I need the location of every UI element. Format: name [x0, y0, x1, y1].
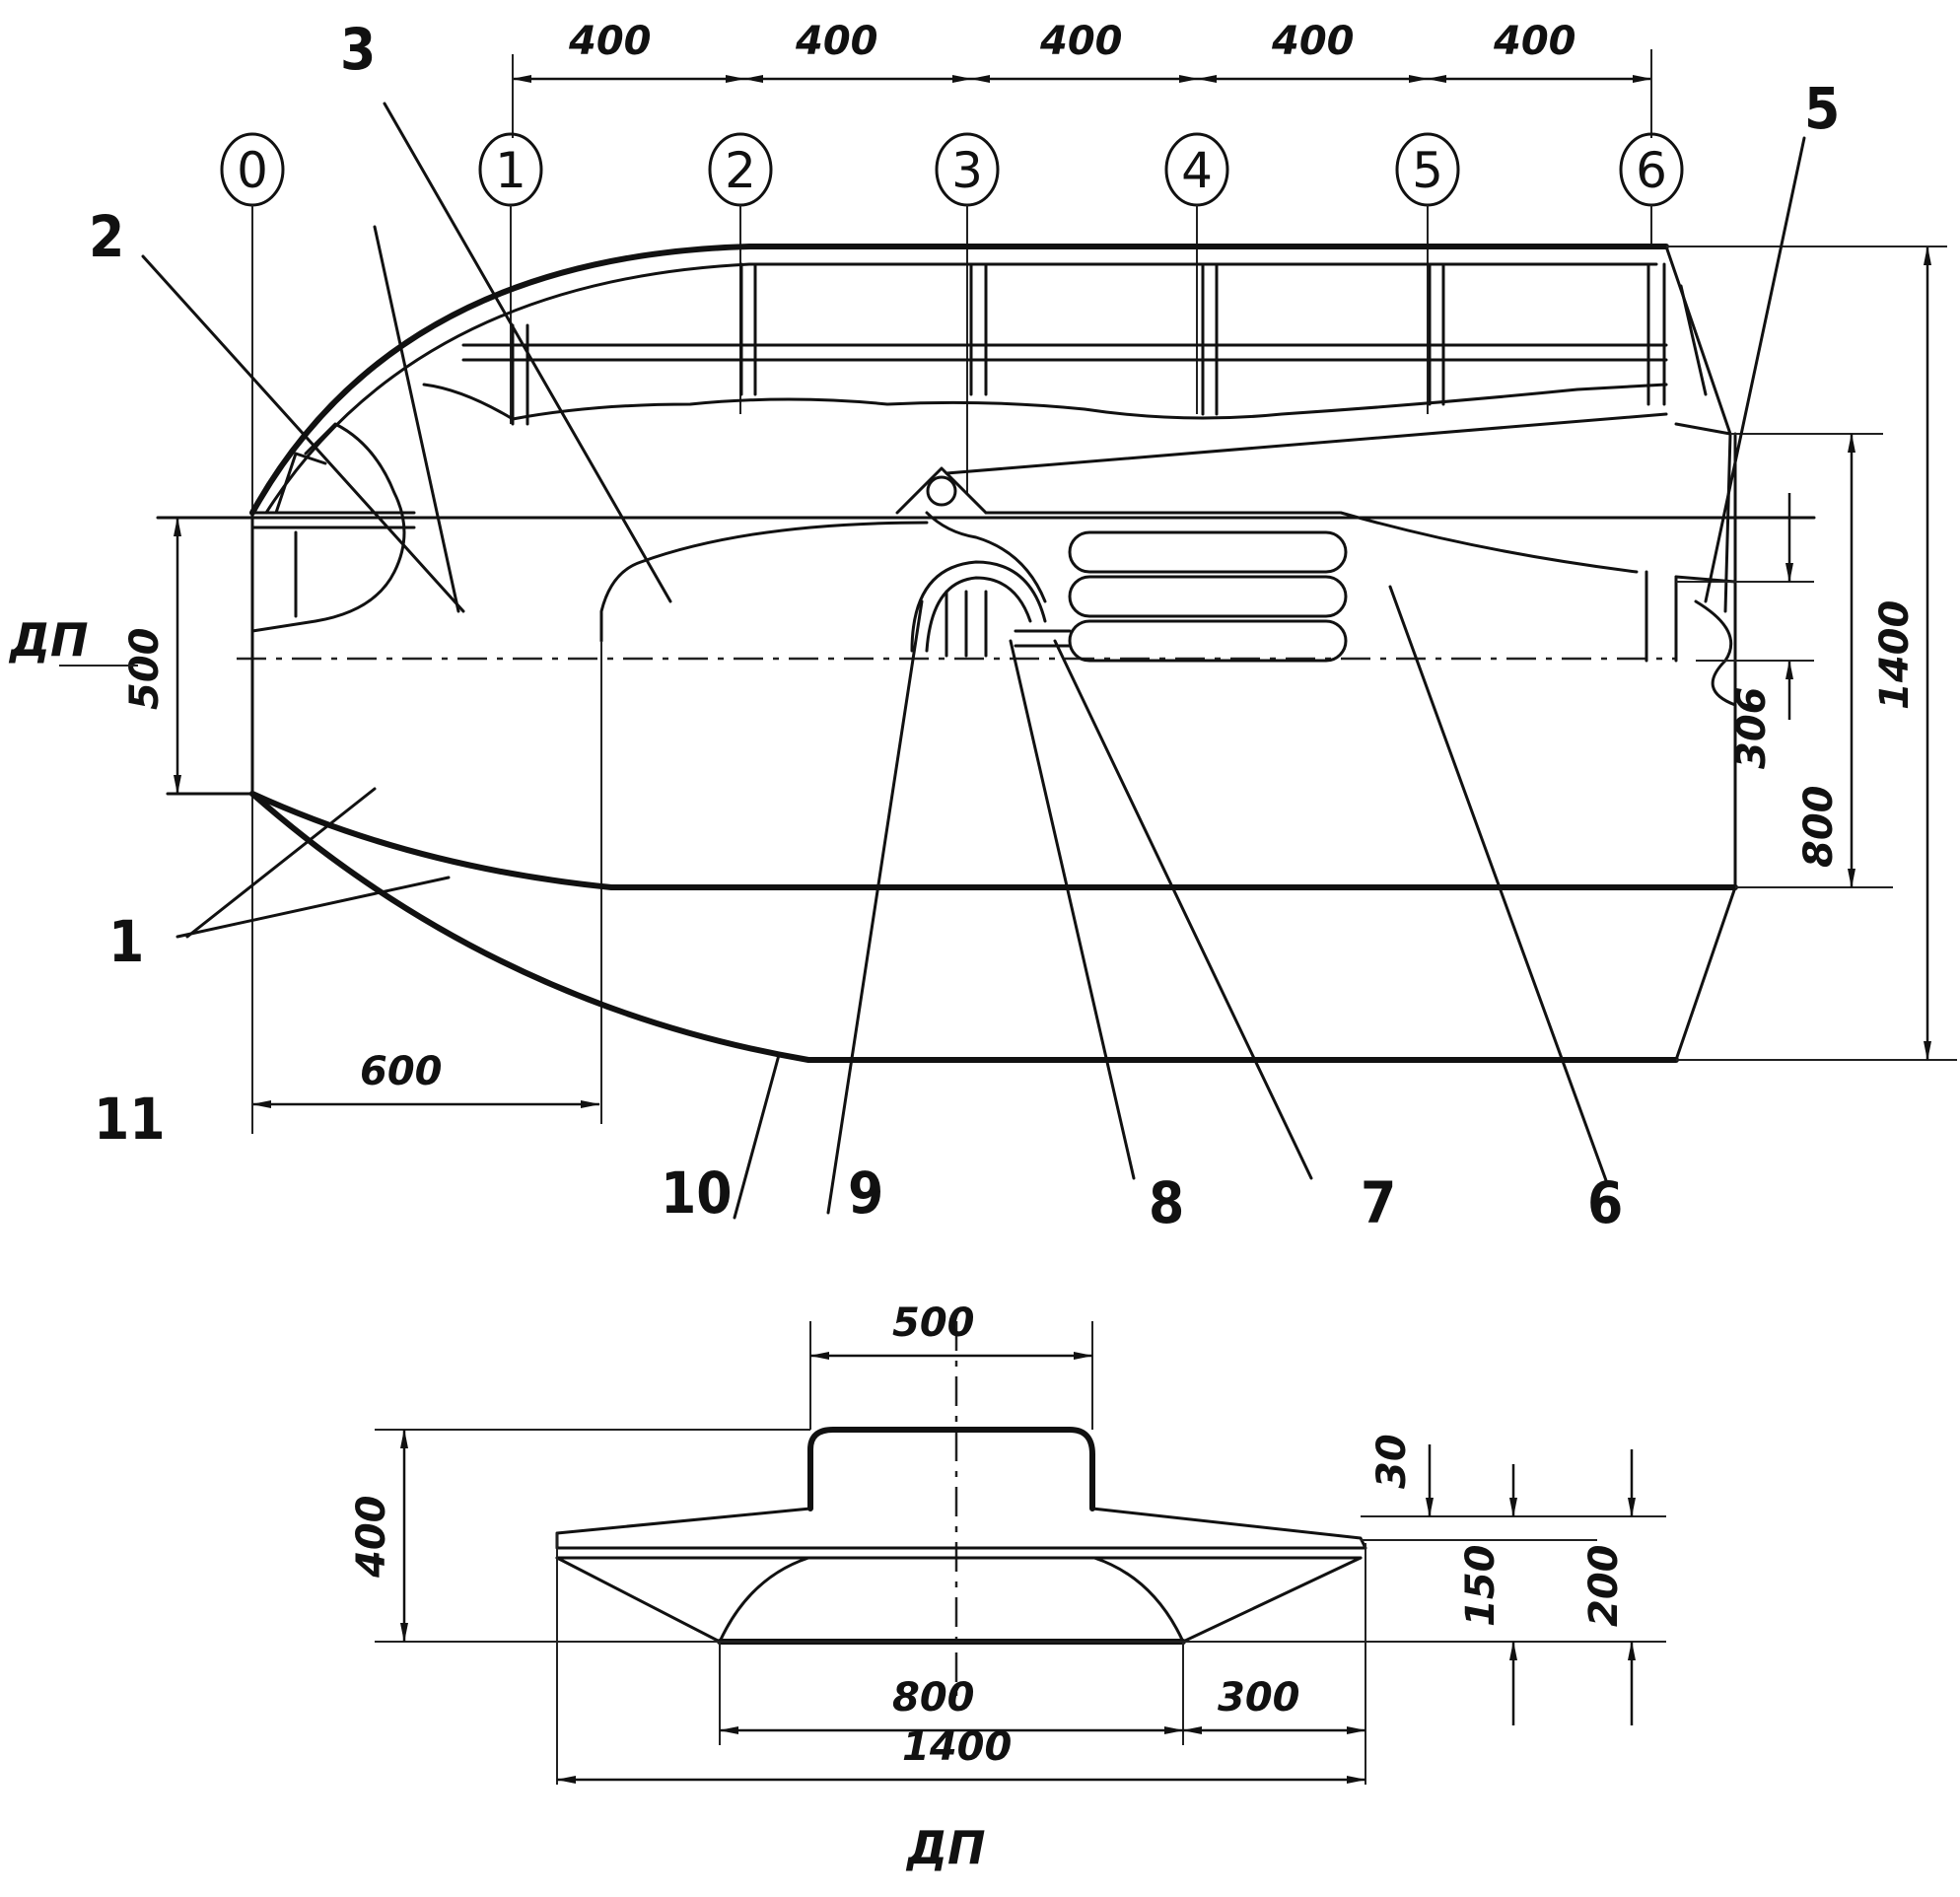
cabin-frame	[249, 244, 1732, 613]
svg-text:400: 400	[349, 1496, 394, 1580]
spacing-label-1: 400	[568, 19, 652, 64]
frame-marker-4: 4	[1164, 132, 1229, 207]
dimension-800: 800	[1796, 433, 1855, 888]
dimension-500: 500	[122, 517, 181, 795]
frame-spacing-dimension: 400 400 400 400 400	[512, 19, 1652, 138]
svg-text:1: 1	[495, 142, 526, 199]
svg-text:3: 3	[951, 142, 983, 199]
callout-11: 11	[94, 1086, 166, 1153]
svg-text:800: 800	[1796, 786, 1842, 869]
dp-label-section: ДП	[905, 1821, 985, 1874]
spacing-label-2: 400	[795, 19, 878, 64]
frame-marker-0: 0	[220, 132, 285, 207]
callout-5: 5	[1804, 75, 1840, 142]
spacing-label-3: 400	[1039, 19, 1123, 64]
callout-2: 2	[89, 203, 124, 270]
svg-text:0: 0	[237, 142, 268, 199]
callout-10: 10	[661, 1159, 733, 1227]
callout-7: 7	[1361, 1169, 1396, 1236]
section-dim-500: 500	[809, 1300, 1093, 1360]
side-view: 400 400 400 400 400 0 1 2 3	[8, 16, 1957, 1236]
stern-panel	[1645, 422, 1737, 707]
dimension-1400: 1400	[1666, 246, 1947, 1061]
svg-text:6: 6	[1636, 142, 1667, 199]
callout-3: 3	[340, 16, 376, 83]
frame-markers: 0 1 2 3 4 5 6	[220, 132, 1684, 207]
forward-sponson	[599, 521, 929, 1124]
frame-marker-3: 3	[935, 132, 1000, 207]
spacing-label-5: 400	[1493, 19, 1576, 64]
section-dim-400: 400	[349, 1429, 408, 1643]
callout-6: 6	[1587, 1169, 1623, 1236]
svg-text:1400: 1400	[1872, 600, 1918, 710]
section-dim-300: 300	[1182, 1675, 1366, 1734]
svg-text:5: 5	[1412, 142, 1443, 199]
section-view: 500 400 800 300 1400 30 1	[349, 1300, 1666, 1874]
svg-text:600: 600	[360, 1049, 443, 1094]
svg-text:300: 300	[1218, 1675, 1300, 1721]
bow-assembly	[250, 422, 416, 633]
section-hull	[555, 1556, 1363, 1644]
spacing-label-4: 400	[1271, 19, 1355, 64]
callouts: 2 3 5 1 11 10 9 8 7 6	[89, 16, 1840, 1236]
frame-marker-1: 1	[478, 132, 543, 207]
fan-housing	[895, 412, 1668, 658]
svg-text:150: 150	[1458, 1545, 1504, 1628]
section-dim-1400: 1400	[556, 1724, 1366, 1784]
section-dim-200: 200	[1581, 1449, 1636, 1725]
svg-text:500: 500	[892, 1300, 975, 1346]
hull-body	[166, 432, 1957, 1063]
section-cabin	[807, 1427, 1095, 1511]
dimension-600: 600	[251, 1049, 600, 1134]
frame-marker-2: 2	[708, 132, 773, 207]
section-dim-800: 800	[719, 1675, 1184, 1734]
callout-1: 1	[108, 908, 144, 975]
svg-text:1400: 1400	[902, 1724, 1012, 1770]
frame-marker-6: 6	[1619, 132, 1684, 207]
section-dim-30: 30	[1369, 1434, 1434, 1517]
svg-text:4: 4	[1181, 142, 1213, 199]
svg-text:2: 2	[725, 142, 756, 199]
dp-label-side: ДП	[8, 613, 88, 667]
svg-text:500: 500	[122, 628, 168, 711]
frame-marker-5: 5	[1395, 132, 1460, 207]
section-deck	[555, 1507, 1367, 1550]
svg-text:200: 200	[1581, 1545, 1627, 1628]
callout-9: 9	[848, 1159, 883, 1227]
dimension-306: 306	[1696, 493, 1814, 769]
svg-text:800: 800	[892, 1675, 975, 1721]
section-dim-150: 150	[1458, 1464, 1517, 1725]
callout-8: 8	[1149, 1169, 1184, 1236]
svg-text:30: 30	[1369, 1434, 1415, 1489]
svg-text:306: 306	[1729, 687, 1775, 770]
engine-block	[1014, 530, 1348, 663]
